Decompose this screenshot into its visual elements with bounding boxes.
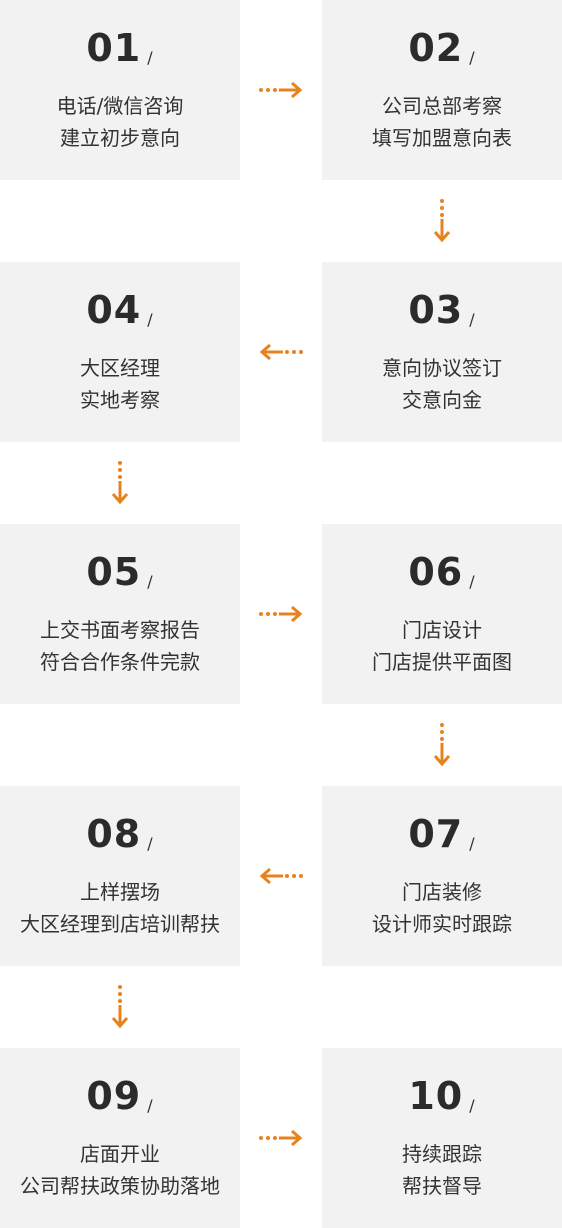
- slash-mark: /: [147, 48, 154, 67]
- step-line-1: 公司总部考察: [382, 94, 502, 118]
- step-line-1: 门店设计: [402, 618, 482, 642]
- step-line-2: 门店提供平面图: [372, 650, 512, 674]
- step-number: 02/: [322, 28, 562, 78]
- step-card-08: 08/ 上样摆场 大区经理到店培训帮扶: [0, 786, 240, 966]
- step-line-2: 设计师实时跟踪: [372, 912, 512, 936]
- arrow-down-icon: [110, 984, 130, 1030]
- slash-mark: /: [469, 48, 476, 67]
- arrow-right-icon: [258, 80, 304, 100]
- step-line-2: 实地考察: [80, 388, 160, 412]
- step-card-09: 09/ 店面开业 公司帮扶政策协助落地: [0, 1048, 240, 1228]
- slash-mark: /: [147, 1096, 154, 1115]
- slash-mark: /: [469, 310, 476, 329]
- arrow-down-icon: [432, 198, 452, 244]
- step-number: 03/: [322, 290, 562, 340]
- step-number: 09/: [0, 1076, 240, 1126]
- arrow-down-icon: [432, 722, 452, 768]
- arrow-right-icon: [258, 604, 304, 624]
- arrow-down-icon: [110, 460, 130, 506]
- arrow-left-icon: [258, 866, 304, 886]
- step-card-07: 07/ 门店装修 设计师实时跟踪: [322, 786, 562, 966]
- step-line-2: 符合合作条件完款: [40, 650, 200, 674]
- slash-mark: /: [147, 834, 154, 853]
- step-line-2: 建立初步意向: [60, 126, 180, 150]
- step-line-1: 意向协议签订: [382, 356, 502, 380]
- step-card-05: 05/ 上交书面考察报告 符合合作条件完款: [0, 524, 240, 704]
- arrow-left-icon: [258, 342, 304, 362]
- step-number: 05/: [0, 552, 240, 602]
- step-line-2: 公司帮扶政策协助落地: [20, 1174, 220, 1198]
- step-line-2: 帮扶督导: [402, 1174, 482, 1198]
- slash-mark: /: [147, 572, 154, 591]
- step-line-1: 上样摆场: [80, 880, 160, 904]
- step-number: 08/: [0, 814, 240, 864]
- step-card-10: 10/ 持续跟踪 帮扶督导: [322, 1048, 562, 1228]
- step-card-03: 03/ 意向协议签订 交意向金: [322, 262, 562, 442]
- step-number: 06/: [322, 552, 562, 602]
- step-line-1: 门店装修: [402, 880, 482, 904]
- slash-mark: /: [469, 572, 476, 591]
- arrow-right-icon: [258, 1128, 304, 1148]
- step-line-2: 填写加盟意向表: [372, 126, 512, 150]
- step-line-1: 持续跟踪: [402, 1142, 482, 1166]
- slash-mark: /: [469, 834, 476, 853]
- step-line-2: 大区经理到店培训帮扶: [20, 912, 220, 936]
- step-number: 10/: [322, 1076, 562, 1126]
- step-number: 04/: [0, 290, 240, 340]
- slash-mark: /: [469, 1096, 476, 1115]
- step-number: 01/: [0, 28, 240, 78]
- step-card-02: 02/ 公司总部考察 填写加盟意向表: [322, 0, 562, 180]
- step-card-04: 04/ 大区经理 实地考察: [0, 262, 240, 442]
- step-line-2: 交意向金: [402, 388, 482, 412]
- step-line-1: 上交书面考察报告: [40, 618, 200, 642]
- step-line-1: 电话/微信咨询: [56, 94, 184, 118]
- step-line-1: 大区经理: [80, 356, 160, 380]
- step-card-01: 01/ 电话/微信咨询 建立初步意向: [0, 0, 240, 180]
- step-line-1: 店面开业: [80, 1142, 160, 1166]
- slash-mark: /: [147, 310, 154, 329]
- step-card-06: 06/ 门店设计 门店提供平面图: [322, 524, 562, 704]
- step-number: 07/: [322, 814, 562, 864]
